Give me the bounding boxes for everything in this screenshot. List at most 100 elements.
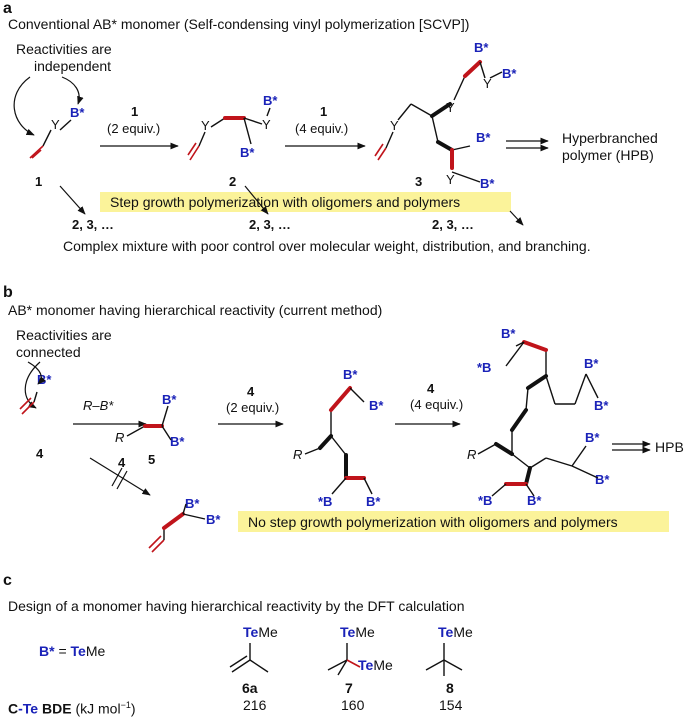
monomer1-bstar: B* bbox=[70, 105, 85, 120]
compound5-r: R bbox=[115, 430, 125, 445]
compound3-y3: Y bbox=[483, 76, 492, 91]
rb-reagent-text: R–B* bbox=[83, 398, 114, 413]
blocked-reagent: 4 bbox=[118, 455, 126, 470]
oligomer-bstar-2: B* bbox=[369, 398, 384, 413]
polymer-bstar-5: B* bbox=[585, 430, 600, 445]
panel-a-label: a bbox=[3, 0, 12, 17]
byproduct-bstar-1: B* bbox=[185, 496, 200, 511]
bde-unit-close: ) bbox=[130, 700, 136, 717]
c7-teme-bottom: TeMe bbox=[358, 658, 393, 673]
polymer-structure bbox=[477, 340, 599, 497]
compound-8-label: 8 bbox=[446, 680, 454, 696]
panel-c-label: c bbox=[3, 572, 12, 589]
oligomer-structure bbox=[304, 386, 373, 495]
compound-7-label: 7 bbox=[345, 680, 353, 696]
panel-b-note-1: Reactivities are bbox=[16, 327, 112, 343]
side-arrow-1 bbox=[59, 185, 86, 215]
compound2-y2: Y bbox=[262, 117, 271, 132]
hpb-line-2: polymer (HPB) bbox=[562, 147, 654, 163]
panel-b-highlight-text: No step growth polymerization with oligo… bbox=[248, 514, 618, 530]
arrow2b-equiv: (2 equiv.) bbox=[226, 400, 280, 415]
compound3-bstar-2: B* bbox=[502, 66, 517, 81]
polymer-bstar-7: *B bbox=[478, 493, 493, 508]
compound-4-label: 4 bbox=[36, 446, 44, 461]
oligomer-r: R bbox=[293, 447, 303, 462]
arrow1-equiv: (2 equiv.) bbox=[107, 121, 161, 136]
compound5-bstar-top: B* bbox=[162, 392, 177, 407]
arrow3b-reagent: 4 bbox=[427, 381, 435, 396]
panel-a-highlight-box bbox=[100, 192, 511, 212]
note-curve-right bbox=[61, 76, 84, 105]
bde-unit: (kJ mol bbox=[75, 700, 121, 717]
side-arrow-3 bbox=[509, 210, 524, 226]
oligomer-bstar-3: *B bbox=[318, 494, 333, 509]
compound-5-structure bbox=[126, 405, 172, 441]
compound-3-label: 3 bbox=[415, 174, 423, 189]
def-bstar: B* bbox=[39, 643, 55, 659]
panel-a-note-2: independent bbox=[34, 58, 112, 74]
bde-c: C bbox=[8, 700, 19, 717]
note-curve-b2 bbox=[27, 361, 46, 385]
c6a-me: Me bbox=[258, 624, 278, 640]
arrow2-equiv: (4 equiv.) bbox=[295, 121, 349, 136]
compound-6a-structure bbox=[229, 643, 269, 673]
compound-3-structure bbox=[374, 60, 503, 183]
c8-teme: TeMe bbox=[438, 625, 473, 640]
side-products-3: 2, 3, … bbox=[432, 217, 474, 232]
compound-6a-label: 6a bbox=[242, 680, 258, 696]
polymer-bstar-3: B* bbox=[584, 356, 599, 371]
note-curve-left bbox=[13, 76, 35, 136]
compound2-bstar-top: B* bbox=[263, 93, 278, 108]
arrow-rb-reagent: R–B* bbox=[83, 398, 113, 413]
compound-2-structure bbox=[187, 107, 271, 161]
side-arrow-2 bbox=[244, 185, 269, 215]
panel-a-note-1: Reactivities are bbox=[16, 41, 112, 57]
hpb-label: HPB bbox=[655, 439, 684, 455]
bde-unit-sup: −1 bbox=[120, 700, 131, 710]
oligomer-bstar-1: B* bbox=[343, 367, 358, 382]
bde-row-label: C-Te BDE (kJ mol−1) bbox=[8, 698, 136, 717]
arrow2-reagent: 1 bbox=[320, 104, 328, 119]
blocked-slash-1 bbox=[111, 467, 123, 487]
panel-b-title: AB* monomer having hierarchical reactivi… bbox=[8, 302, 383, 318]
bde-te: Te bbox=[22, 700, 39, 717]
panel-b-label: b bbox=[3, 284, 13, 301]
compound-5-label: 5 bbox=[148, 452, 156, 467]
side-products-2: 2, 3, … bbox=[249, 217, 291, 232]
c7-te-top: Te bbox=[340, 624, 356, 640]
bde-7: 160 bbox=[341, 697, 365, 713]
arrow3b-equiv: (4 equiv.) bbox=[410, 397, 464, 412]
compound3-y4: Y bbox=[446, 172, 455, 187]
panel-a-footer: Complex mixture with poor control over m… bbox=[63, 238, 591, 254]
bde-text: BDE bbox=[38, 700, 72, 717]
panel-b-highlight-box bbox=[238, 511, 669, 532]
blocked-arrow bbox=[89, 457, 151, 496]
polymer-bstar-6: B* bbox=[595, 472, 610, 487]
compound-1-label: 1 bbox=[35, 174, 43, 189]
compound3-bstar-1: B* bbox=[474, 40, 489, 55]
c6a-teme: TeMe bbox=[243, 625, 278, 640]
arrow1-reagent: 1 bbox=[131, 104, 139, 119]
bde-6a: 216 bbox=[243, 697, 267, 713]
blocked-slash-2 bbox=[116, 470, 128, 490]
panel-a-highlight-text: Step growth polymerization with oligomer… bbox=[110, 194, 461, 210]
compound3-y2: Y bbox=[446, 100, 455, 115]
monomer-1-structure bbox=[29, 119, 72, 159]
bde-dash: - bbox=[18, 700, 23, 717]
c7-te-bottom: Te bbox=[358, 657, 374, 673]
compound2-bstar-bottom: B* bbox=[240, 145, 255, 160]
def-te: Te bbox=[70, 643, 86, 659]
compound3-bstar-3: B* bbox=[476, 130, 491, 145]
bstar-definition: B* = TeMe bbox=[39, 644, 105, 659]
panel-a-title: Conventional AB* monomer (Self-condensin… bbox=[8, 16, 470, 32]
monomer-4-structure bbox=[19, 391, 38, 415]
polymer-bstar-8: B* bbox=[527, 493, 542, 508]
c8-me: Me bbox=[453, 624, 473, 640]
c6a-te: Te bbox=[243, 624, 259, 640]
side-products-1: 2, 3, … bbox=[72, 217, 114, 232]
polymer-r: R bbox=[467, 447, 477, 462]
compound-8-structure bbox=[425, 643, 463, 676]
compound-2-label: 2 bbox=[229, 174, 237, 189]
hpb-line-1: Hyperbranched bbox=[562, 130, 658, 146]
